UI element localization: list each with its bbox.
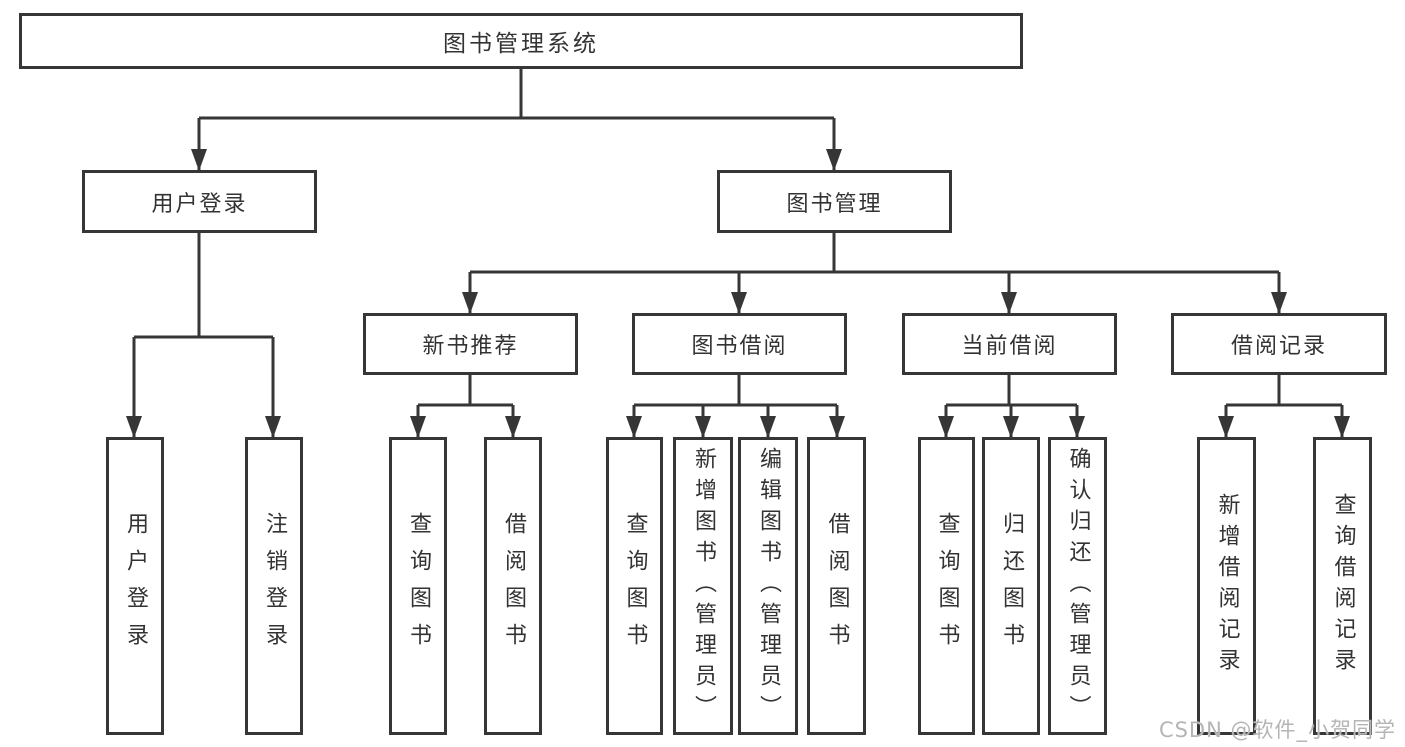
node-label: 图书管理系统: [443, 31, 599, 57]
node-leaf-cb-query-book: 查询图书: [918, 437, 975, 735]
node-book-management: 图书管理: [717, 170, 952, 233]
node-label: 借阅图书: [824, 512, 850, 660]
node-label: 新书推荐: [422, 334, 519, 359]
node-label: 归还图书: [999, 512, 1024, 660]
watermark: CSDN @软件_小贺同学: [1158, 718, 1396, 742]
node-label: 图书管理: [786, 191, 883, 217]
node-leaf-br-query-record: 查询借阅记录: [1313, 437, 1372, 735]
node-leaf-bb-add-book: 新增图书（管理员）: [673, 437, 733, 735]
node-leaf-bb-query-book: 查询图书: [606, 437, 663, 735]
node-leaf-bb-edit-book: 编辑图书（管理员）: [738, 437, 798, 735]
node-label: 借阅图书: [501, 512, 526, 660]
node-label: 查询借阅记录: [1330, 493, 1356, 679]
node-label: 图书借阅: [691, 334, 788, 359]
node-label: 确认归还（管理员）: [1065, 446, 1091, 726]
node-leaf-bb-borrow-book: 借阅图书: [807, 437, 866, 735]
node-label: 查询图书: [934, 512, 960, 660]
node-root: 图书管理系统: [19, 13, 1023, 69]
node-label: 查询图书: [622, 512, 648, 660]
node-leaf-br-add-record: 新增借阅记录: [1197, 437, 1256, 735]
node-borrow-records: 借阅记录: [1171, 313, 1387, 375]
node-label: 当前借阅: [961, 334, 1058, 359]
node-leaf-cb-return-book: 归还图书: [982, 437, 1040, 735]
node-leaf-user-login: 用户登录: [106, 437, 164, 735]
node-leaf-nbr-query-book: 查询图书: [389, 437, 447, 735]
node-label: 编辑图书（管理员）: [756, 446, 781, 726]
node-label: 查询图书: [406, 512, 431, 660]
node-leaf-cb-confirm: 确认归还（管理员）: [1048, 437, 1107, 735]
node-label: 用户登录: [123, 512, 148, 660]
node-current-borrowing: 当前借阅: [902, 313, 1117, 375]
node-label: 借阅记录: [1230, 334, 1327, 359]
node-label: 新增图书（管理员）: [691, 446, 716, 726]
node-label: 用户登录: [151, 191, 248, 217]
node-user-login: 用户登录: [82, 170, 317, 233]
node-label: 新增借阅记录: [1214, 493, 1240, 679]
node-label: 注销登录: [262, 512, 287, 660]
node-leaf-logout: 注销登录: [245, 437, 303, 735]
node-leaf-nbr-borrow-book: 借阅图书: [484, 437, 542, 735]
node-book-borrowing: 图书借阅: [632, 313, 847, 375]
node-new-book-recommend: 新书推荐: [363, 313, 578, 375]
